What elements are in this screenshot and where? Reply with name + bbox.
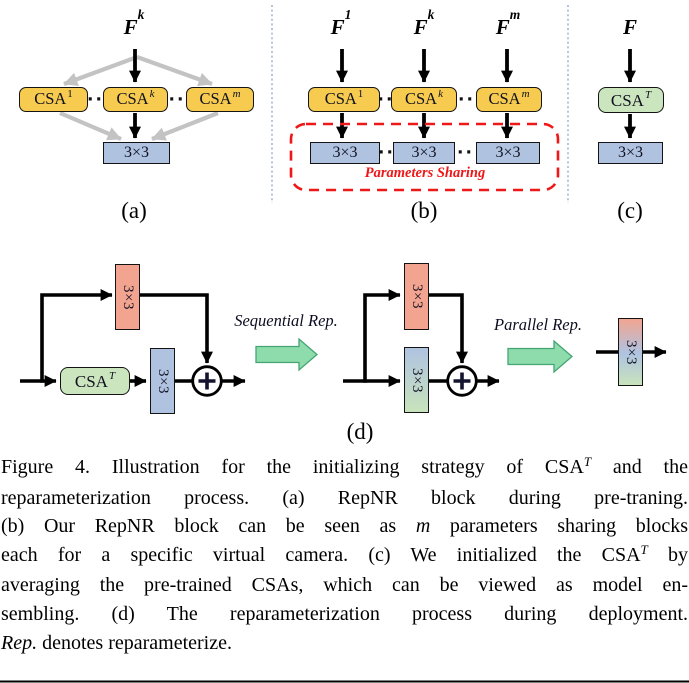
caption-line: reparameterization process. (a) RepNR bl… <box>1 486 688 509</box>
panel-d-caption: (d) <box>346 419 374 444</box>
conv3x3-block: 3×3 <box>310 142 380 164</box>
panel-d-left-connectors <box>20 289 246 387</box>
caption-line: each for a specific virtual camera. (c) … <box>1 541 689 566</box>
caption-line: (b) Our RepNR block can be seen as m par… <box>1 515 689 538</box>
parallel-rep-arrow-icon <box>507 339 573 374</box>
figure-caption: Figure 4. Illustration for the initializ… <box>1 453 688 657</box>
conv3x3-block-blue: 3×3 <box>150 348 175 414</box>
ellipsis-dots: ·· <box>458 89 475 110</box>
panel-b-input-label-1: F1 <box>330 7 352 39</box>
caption-line: sembling. (d) The reparameterization pro… <box>1 602 688 625</box>
panel-d-middle-connectors <box>343 289 500 387</box>
panel-divider-lines <box>271 5 569 203</box>
conv3x3-block-merged-csa: 3×3 <box>404 347 429 413</box>
panel-b-input-label-k: Fk <box>413 7 435 39</box>
caption-line: averaging the pre-trained CSAs, which ca… <box>1 574 688 597</box>
panel-a-input-label: Fk <box>123 7 145 39</box>
panel-c-input-label: F <box>622 15 637 39</box>
conv3x3-block-red: 3×3 <box>115 264 140 330</box>
conv3x3-block: 3×3 <box>103 142 170 164</box>
panel-c-caption: (c) <box>617 198 643 223</box>
caption-line: Figure 4. Illustration for the initializ… <box>1 454 688 478</box>
conv3x3-block: 3×3 <box>598 142 663 164</box>
ellipsis-dots: ·· <box>457 143 474 163</box>
ellipsis-dots: ·· <box>378 143 395 163</box>
sequential-rep-arrow-icon <box>255 337 318 372</box>
parameters-sharing-label: Parameters Sharing <box>364 165 486 181</box>
panel-a-caption: (a) <box>121 198 147 223</box>
plus-circle-icon <box>446 365 478 397</box>
panel-b-caption: (b) <box>410 198 438 223</box>
caption-line: Rep. denotes reparameterize. <box>1 631 232 654</box>
panel-b-input-label-m: Fm <box>495 7 521 39</box>
panel-a-gray-arrows <box>59 55 219 141</box>
parallel-rep-label: Parallel Rep. <box>494 315 582 334</box>
ellipsis-dots: ·· <box>168 89 186 110</box>
conv3x3-block: 3×3 <box>476 142 540 164</box>
panel-b-arrows <box>336 49 513 139</box>
ellipsis-dots: ·· <box>87 89 104 110</box>
plus-circle-icon <box>191 365 223 397</box>
ellipsis-dots: ·· <box>377 89 395 110</box>
conv3x3-block-reparameterized: 3×3 <box>618 318 643 386</box>
conv3x3-block-red: 3×3 <box>404 263 429 330</box>
parameters-sharing-outline <box>289 122 560 192</box>
sequential-rep-label: Sequential Rep. <box>234 311 338 330</box>
conv3x3-block: 3×3 <box>393 142 455 164</box>
